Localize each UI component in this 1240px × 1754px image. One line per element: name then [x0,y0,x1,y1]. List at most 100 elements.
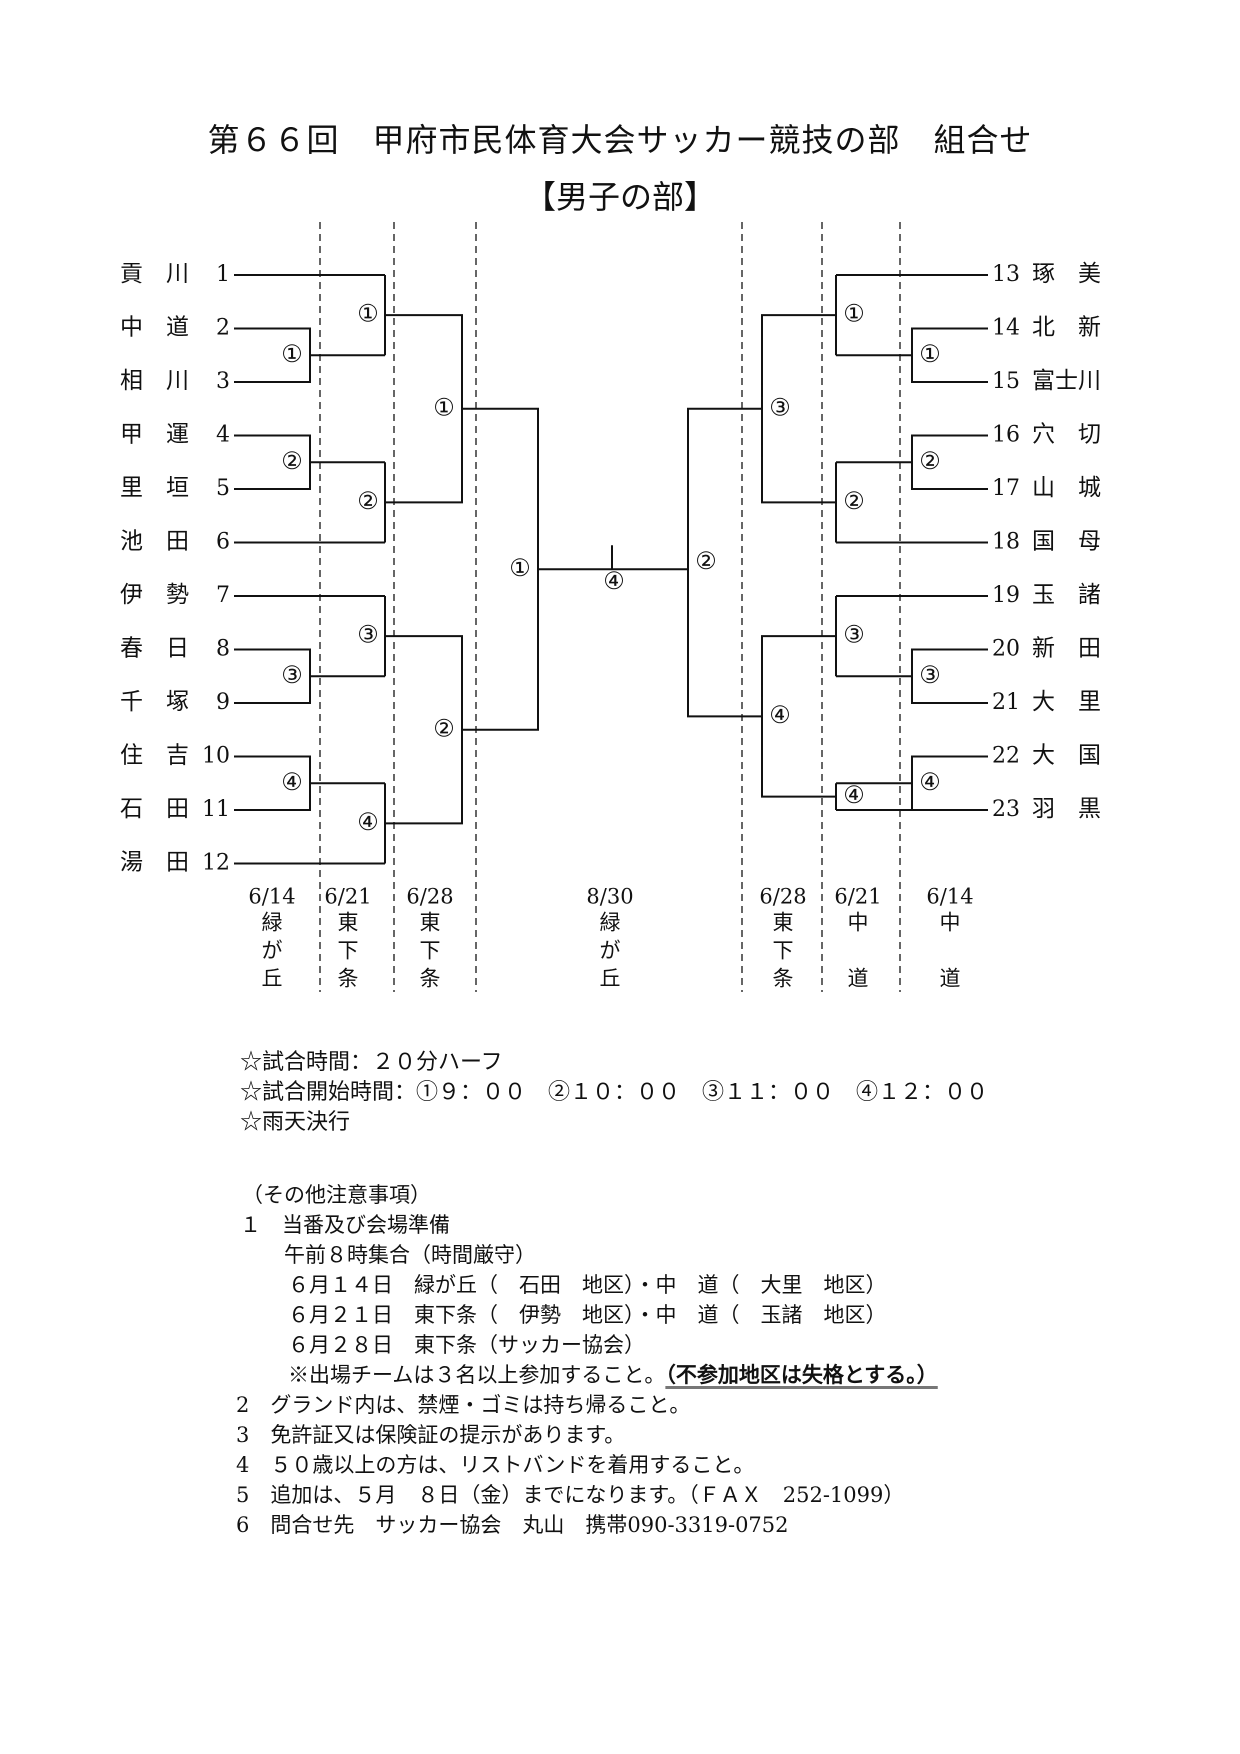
right-team-name: 大 里 [1032,689,1101,715]
left-r2-label: ① [357,300,379,328]
note-item-1-sub2: ６月１４日 緑が丘（ 石田 地区）・中 道（ 大里 地区） [288,1273,887,1297]
left-r1-label: ① [281,340,303,368]
left-r3-label: ① [433,393,455,421]
left-team-name: 中 道 [120,315,189,341]
round-venue-char: 道 [848,967,869,991]
round-venue-char: 道 [940,967,961,991]
round-venue-char: が [600,939,621,963]
note-item-5: 5 追加は、５月 ８日（金）までになります。（ＦＡＸ 252-1099） [236,1483,905,1507]
left-team-name: 石 田 [120,796,189,822]
left-team-number: 8 [216,637,230,662]
right-r3-label: ③ [769,393,791,421]
right-team-number: 21 [992,690,1020,715]
right-team-number: 14 [992,316,1020,341]
note-item-1-sub1: 午前８時集合（時間厳守） [284,1243,536,1267]
round-venue-char: 丘 [600,967,621,991]
left-r1-label: ③ [281,661,303,689]
info-start-times: ☆試合開始時間：①９：００ ②１０：００ ③１１：００ ④１２：００ [240,1080,989,1105]
right-r1-label: ② [919,447,941,475]
match-info: ☆試合時間：２０分ハーフ ☆試合開始時間：①９：００ ②１０：００ ③１１：００… [240,1048,988,1138]
right-team-name: 玉 諸 [1032,582,1101,608]
right-team-number: 19 [992,583,1020,608]
right-r2-label: ③ [843,621,865,649]
left-r1-label: ④ [281,768,303,796]
note-disqualify: （不参加地区は失格とする。） [665,1362,938,1387]
left-r1-label: ② [281,447,303,475]
notes-heading: （その他注意事項） [242,1183,431,1207]
left-team-name: 伊 勢 [120,582,189,608]
right-r1-label: ① [919,340,941,368]
round-venue-char: 条 [773,967,794,991]
note-item-1-sub3: ６月２１日 東下条（ 伊勢 地区）・中 道（ 玉諸 地区） [288,1303,887,1327]
right-team-name: 大 国 [1032,743,1101,769]
round-venue-char: 条 [420,967,441,991]
left-team-number: 7 [216,583,230,608]
round-venue-char: 条 [338,967,359,991]
round-date: 8/30 [586,885,633,909]
right-r2-label: ④ [843,781,865,809]
round-venue-char: が [262,939,283,963]
left-team-number: 1 [216,262,230,287]
round-venue-char: 下 [773,939,794,963]
right-team-number: 13 [992,262,1020,287]
note-item-1-sub4: ６月２８日 東下条（サッカー協会） [288,1333,645,1357]
left-team-number: 12 [202,851,230,876]
left-team-name: 貢 川 [120,261,189,287]
right-team-name: 穴 切 [1032,422,1101,448]
right-team-number: 20 [992,637,1020,662]
round-date: 6/21 [324,885,371,909]
round-venue-char: 中 [848,911,869,935]
round-date: 6/14 [926,885,973,909]
left-r2-label: ④ [357,808,379,836]
note-item-4: 4 ５０歳以上の方は、リストバンドを着用すること。 [236,1453,755,1477]
note-item-6: 6 問合せ先 サッカー協会 丸山 携帯090-3319-0752 [236,1513,789,1537]
round-venue-char: 丘 [262,967,283,991]
round-venue-char: 東 [338,911,359,935]
right-r4-bracket [687,407,762,718]
left-r3-label: ② [433,714,455,742]
left-team-name: 湯 田 [120,850,189,876]
left-team-name: 住 吉 [120,743,189,769]
page-title: 第６６回 甲府市民体育大会サッカー競技の部 組合せ [207,121,1033,159]
left-r2-label: ② [357,487,379,515]
left-team-name: 春 日 [120,636,189,662]
left-team-number: 5 [216,476,230,501]
round-venue-char: 中 [940,911,961,935]
note-item-1-sub5: ※出場チームは３名以上参加すること。（不参加地区は失格とする。） [240,1360,1200,1390]
final-label: ④ [603,567,625,595]
round-date: 6/21 [834,885,881,909]
round-venue-char: 下 [338,939,359,963]
info-rain: ☆雨天決行 [240,1110,351,1135]
round-venue-char: 緑 [262,911,283,935]
left-team-name: 甲 運 [120,422,189,448]
right-team-name: 富士川 [1032,368,1101,394]
right-team-number: 18 [992,530,1020,555]
round-date: 6/28 [406,885,453,909]
right-team-name: 新 田 [1032,636,1101,662]
right-team-number: 23 [992,797,1020,822]
left-team-name: 相 川 [120,368,189,394]
round-venue-char: 東 [420,911,441,935]
right-r2-label: ① [843,300,865,328]
right-r3-label: ④ [769,701,791,729]
right-team-number: 17 [992,476,1020,501]
left-team-name: 千 塚 [120,689,189,715]
right-team-name: 羽 黒 [1032,796,1101,822]
left-team-number: 9 [216,690,230,715]
left-team-number: 11 [202,797,230,822]
round-date: 6/14 [248,885,295,909]
left-team-name: 里 垣 [120,475,189,501]
note-item-2: 2 グランド内は、禁煙・ゴミは持ち帰ること。 [236,1393,691,1417]
left-r2-label: ③ [357,621,379,649]
right-team-number: 16 [992,423,1020,448]
info-match-duration: ☆試合時間：２０分ハーフ [240,1050,503,1075]
round-venue-char: 東 [773,911,794,935]
round-venue-char: 緑 [600,911,621,935]
round-date: 6/28 [759,885,806,909]
right-team-name: 国 母 [1032,529,1101,555]
right-r1-label: ③ [919,661,941,689]
note-item-3: 3 免許証又は保険証の提示があります。 [236,1423,626,1447]
notes-section: （その他注意事項） １ 当番及び会場準備 午前８時集合（時間厳守） ６月１４日 … [236,1180,1200,1540]
right-team-name: 琢 美 [1032,261,1101,287]
